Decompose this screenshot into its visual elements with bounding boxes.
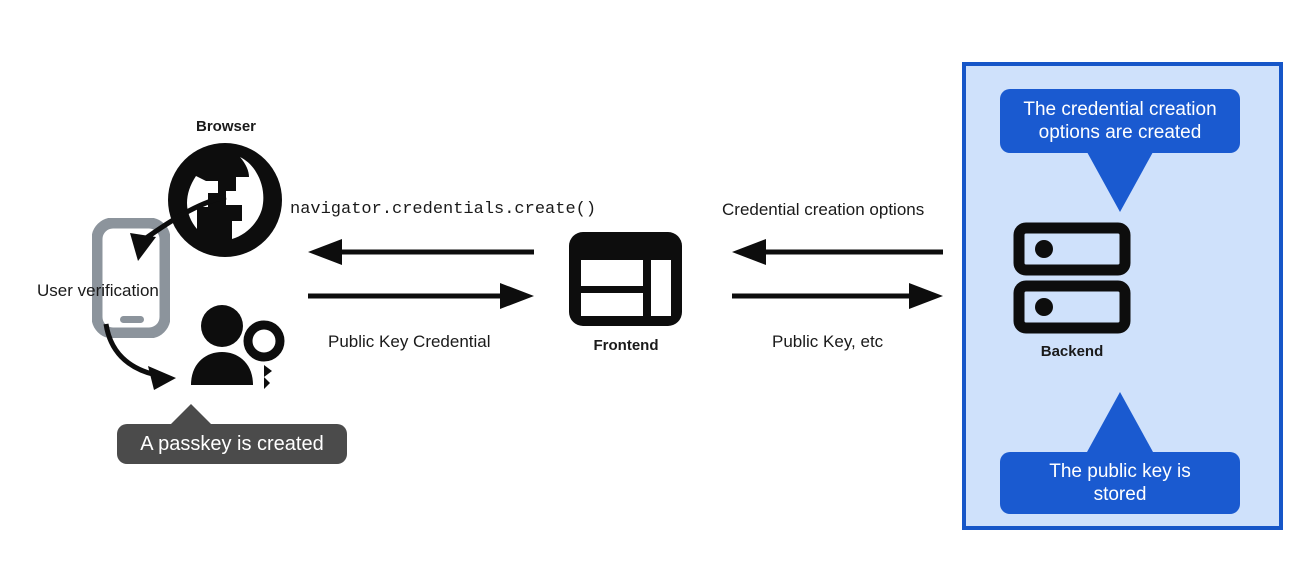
user-with-key-icon: [191, 305, 285, 389]
mobile-phone-icon: [92, 218, 170, 338]
message-credential-creation-options: Credential creation options: [722, 200, 925, 219]
arrow-browser-to-frontend: [308, 283, 534, 309]
backend-callout-bottom-line1: The public key is: [1049, 460, 1191, 482]
backend-label: Backend: [1040, 343, 1104, 360]
dashboard-layout-icon: [569, 232, 682, 326]
user-verification-label: User verification: [37, 281, 159, 300]
passkey-callout: A passkey is created: [117, 424, 347, 464]
arrow-phone-to-user: [103, 323, 176, 390]
server-stack-icon: [1013, 222, 1131, 334]
arrow-frontend-to-browser: [308, 239, 534, 265]
arrow-frontend-to-backend: [732, 283, 943, 309]
browser-label: Browser: [195, 118, 257, 135]
backend-callout-top-pointer: [1087, 152, 1153, 212]
backend-callout-top: The credential creation options are crea…: [1000, 89, 1240, 153]
message-navigator-create: navigator.credentials.create(): [290, 200, 597, 219]
backend-callout-bottom-pointer: [1087, 392, 1153, 452]
backend-callout-top-line2: options are created: [1038, 122, 1202, 143]
backend-callout-bottom: The public key is stored: [1000, 452, 1240, 514]
arrow-backend-to-frontend: [732, 239, 943, 265]
message-public-key-etc: Public Key, etc: [772, 332, 884, 351]
backend-callout-top-line1: The credential creation: [1023, 98, 1217, 120]
arrow-browser-to-phone: [130, 194, 227, 261]
backend-callout-top-text: The credential creation options are crea…: [1023, 98, 1216, 144]
backend-callout-bottom-text: The public key is stored: [1049, 460, 1191, 506]
globe-icon: [168, 143, 282, 257]
message-public-key-credential: Public Key Credential: [328, 332, 491, 351]
frontend-label: Frontend: [593, 337, 659, 354]
backend-callout-bottom-line2: stored: [1093, 484, 1147, 505]
